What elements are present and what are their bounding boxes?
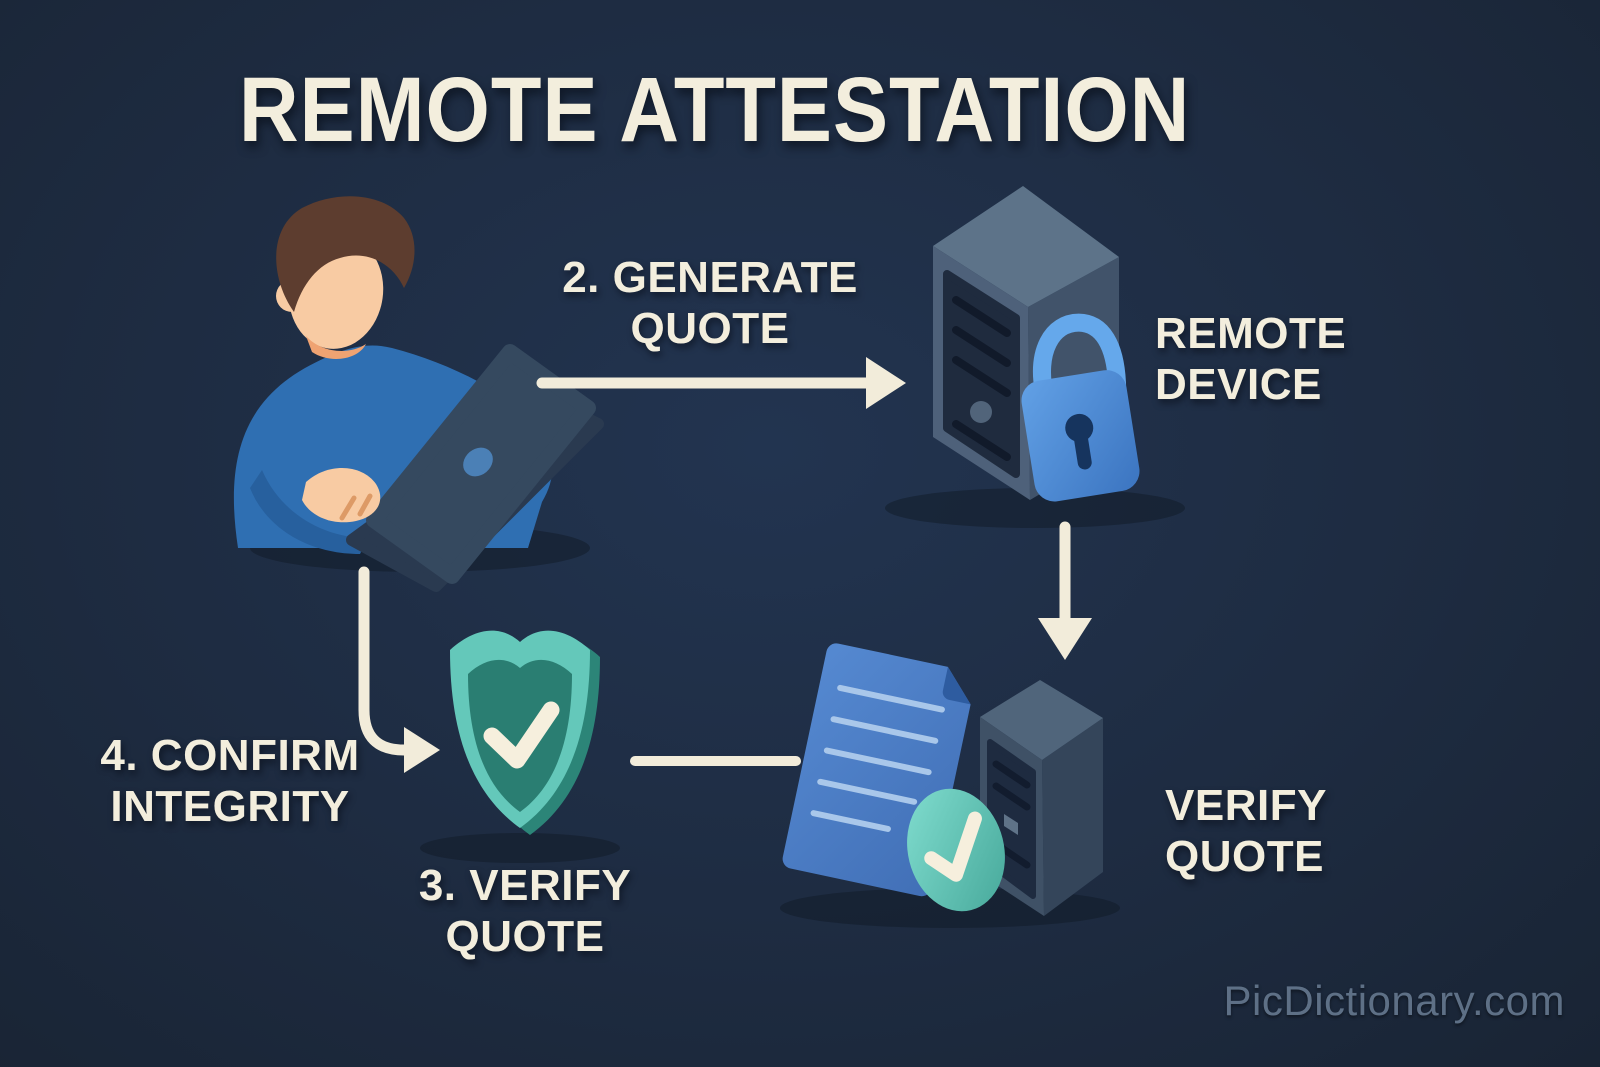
document-fold-corner bbox=[942, 666, 971, 705]
verifier-server-button bbox=[1004, 814, 1018, 835]
padlock-icon bbox=[1021, 313, 1140, 502]
remote-device-label: REMOTE DEVICE bbox=[1155, 308, 1346, 410]
verify-quote-label: VERIFY QUOTE bbox=[1165, 780, 1327, 882]
server-vents bbox=[952, 296, 1011, 461]
step2-line2: QUOTE bbox=[630, 304, 790, 354]
step-generate-quote-label: 2. GENERATE QUOTE bbox=[545, 252, 875, 354]
verifier-server-side bbox=[1042, 718, 1103, 916]
verify-quote-line1: VERIFY bbox=[1165, 781, 1327, 830]
server-power-button bbox=[970, 401, 992, 423]
document-text-lines bbox=[810, 684, 945, 832]
shield-inner bbox=[468, 659, 572, 812]
step4-line1: 4. CONFIRM bbox=[100, 731, 360, 780]
server-with-padlock-icon bbox=[885, 186, 1185, 528]
check-circle-icon bbox=[907, 788, 1005, 912]
step-verify-quote-label: 3. VERIFY QUOTE bbox=[365, 860, 685, 962]
step2-line1: 2. GENERATE bbox=[562, 253, 858, 302]
remote-device-line1: REMOTE bbox=[1155, 309, 1347, 358]
step-confirm-integrity-label: 4. CONFIRM INTEGRITY bbox=[70, 730, 390, 832]
chin-shadow bbox=[306, 336, 366, 359]
disc-checkmark bbox=[924, 811, 982, 882]
verifier-server-top bbox=[980, 680, 1103, 760]
person-at-laptop-icon bbox=[233, 196, 604, 592]
page-title-text: REMOTE ATTESTATION bbox=[239, 59, 1191, 161]
padlock-keyhole-slot bbox=[1073, 431, 1092, 470]
step3-line2: QUOTE bbox=[445, 912, 605, 962]
step4-line2: INTEGRITY bbox=[110, 782, 350, 832]
document-with-check-and-server-icon bbox=[780, 643, 1120, 928]
person-hair bbox=[276, 196, 415, 312]
watermark: PicDictionary.com bbox=[1223, 977, 1565, 1024]
verify-quote-line2: QUOTE bbox=[1165, 832, 1324, 882]
page-title: REMOTE ATTESTATION bbox=[65, 58, 1365, 163]
arrow-down-icon bbox=[1038, 521, 1092, 660]
server-top-face bbox=[933, 186, 1119, 307]
laptop-logo-dot bbox=[463, 447, 493, 477]
elbow-arrow-right-icon bbox=[358, 566, 440, 773]
server-shadow bbox=[885, 488, 1185, 528]
shield-checkmark bbox=[483, 701, 560, 769]
step3-line1: 3. VERIFY bbox=[418, 861, 632, 910]
padlock-shackle bbox=[1033, 313, 1127, 406]
arrow-right-icon bbox=[536, 357, 906, 409]
remote-device-line2: DEVICE bbox=[1155, 360, 1322, 410]
shield-check-icon bbox=[420, 630, 620, 863]
shield-shadow bbox=[420, 833, 620, 863]
hand-fingers bbox=[339, 493, 373, 521]
